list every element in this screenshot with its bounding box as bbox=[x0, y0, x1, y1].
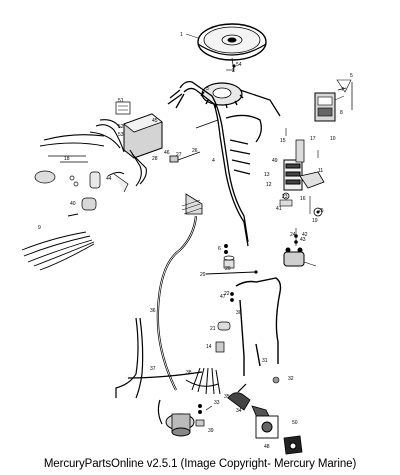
coil-wires bbox=[39, 119, 147, 187]
part-label: 22 bbox=[224, 291, 230, 297]
wire-loom bbox=[21, 231, 95, 271]
part-label: 12 bbox=[266, 182, 272, 188]
part-label: 10 bbox=[330, 136, 336, 142]
part-label: 7 bbox=[341, 87, 344, 93]
part-label: 6 bbox=[218, 246, 221, 252]
part-label: 25 bbox=[318, 208, 324, 214]
part-label: 46 bbox=[164, 150, 170, 156]
image-caption: MercuryPartsOnline v2.5.1 (Image Copyrig… bbox=[43, 458, 357, 470]
part-label: 3 bbox=[206, 86, 209, 92]
part-label: 51 bbox=[118, 98, 124, 104]
part-label: 5 bbox=[350, 73, 353, 79]
part-label: 18 bbox=[64, 156, 70, 162]
part-label: 13 bbox=[264, 172, 270, 178]
part-label: 47 bbox=[220, 294, 226, 300]
part-label: 54 bbox=[236, 62, 242, 68]
part-label: 40 bbox=[70, 201, 76, 207]
part-label: 29 bbox=[200, 272, 206, 278]
part-label: 43 bbox=[300, 237, 306, 243]
part-label: 38 bbox=[186, 370, 192, 376]
part-label: 36 bbox=[150, 308, 156, 314]
part-label: 11 bbox=[318, 168, 323, 174]
part-label: 48 bbox=[264, 444, 270, 450]
part-label: 37 bbox=[150, 366, 156, 372]
starter-wiring bbox=[185, 367, 221, 395]
part-label: 34 bbox=[236, 408, 242, 414]
part-label: 26 bbox=[192, 148, 198, 154]
part-label: 1 bbox=[180, 32, 183, 38]
part-label: 19 bbox=[312, 218, 318, 224]
part-label: 50 bbox=[292, 420, 298, 426]
flywheel bbox=[197, 23, 267, 61]
part-label: 21 bbox=[210, 326, 216, 332]
part-label: 23 bbox=[282, 194, 288, 200]
small-parts-center bbox=[215, 244, 235, 353]
part-label: 14 bbox=[206, 344, 212, 350]
part-label: 52 bbox=[118, 124, 124, 130]
part-label: 35 bbox=[224, 394, 230, 400]
battery-cables bbox=[115, 193, 203, 425]
starter-motor bbox=[165, 413, 195, 437]
part-label: 4 bbox=[212, 158, 215, 164]
terminal-block bbox=[283, 139, 325, 191]
part-label: 8 bbox=[340, 110, 343, 116]
part-label: 33 bbox=[214, 400, 220, 406]
part-label: 28 bbox=[152, 156, 158, 162]
part-label: 24 bbox=[290, 232, 296, 238]
part-label: 32 bbox=[288, 376, 294, 382]
part-label: 31 bbox=[262, 358, 268, 364]
part-label: 15 bbox=[280, 138, 286, 144]
switch-box-assembly bbox=[115, 101, 163, 159]
ignition-switch bbox=[227, 383, 303, 455]
part-label: 20 bbox=[225, 266, 231, 272]
part-label: 44 bbox=[106, 176, 112, 182]
part-label: 2 bbox=[232, 68, 235, 74]
part-number-labels: 1 2 3 4 5 6 7 8 9 10 11 12 13 14 15 16 1… bbox=[38, 32, 353, 450]
part-label: 17 bbox=[310, 136, 316, 142]
part-label: 39 bbox=[208, 428, 214, 434]
starter-solenoid bbox=[283, 247, 305, 267]
part-label: 27 bbox=[176, 152, 182, 158]
part-label: 42 bbox=[302, 232, 308, 238]
starter-cable bbox=[235, 277, 282, 376]
ignition-coil-parts bbox=[34, 155, 101, 217]
part-label: 16 bbox=[300, 196, 306, 202]
part-label: 30 bbox=[236, 310, 242, 316]
wiring-harness bbox=[167, 80, 281, 247]
part-label: 53 bbox=[118, 132, 124, 138]
part-label: 45 bbox=[152, 118, 158, 124]
part-label: 41 bbox=[276, 206, 282, 212]
part-label: 49 bbox=[272, 158, 278, 164]
part-label: 9 bbox=[38, 225, 41, 231]
switch-box bbox=[314, 92, 336, 122]
